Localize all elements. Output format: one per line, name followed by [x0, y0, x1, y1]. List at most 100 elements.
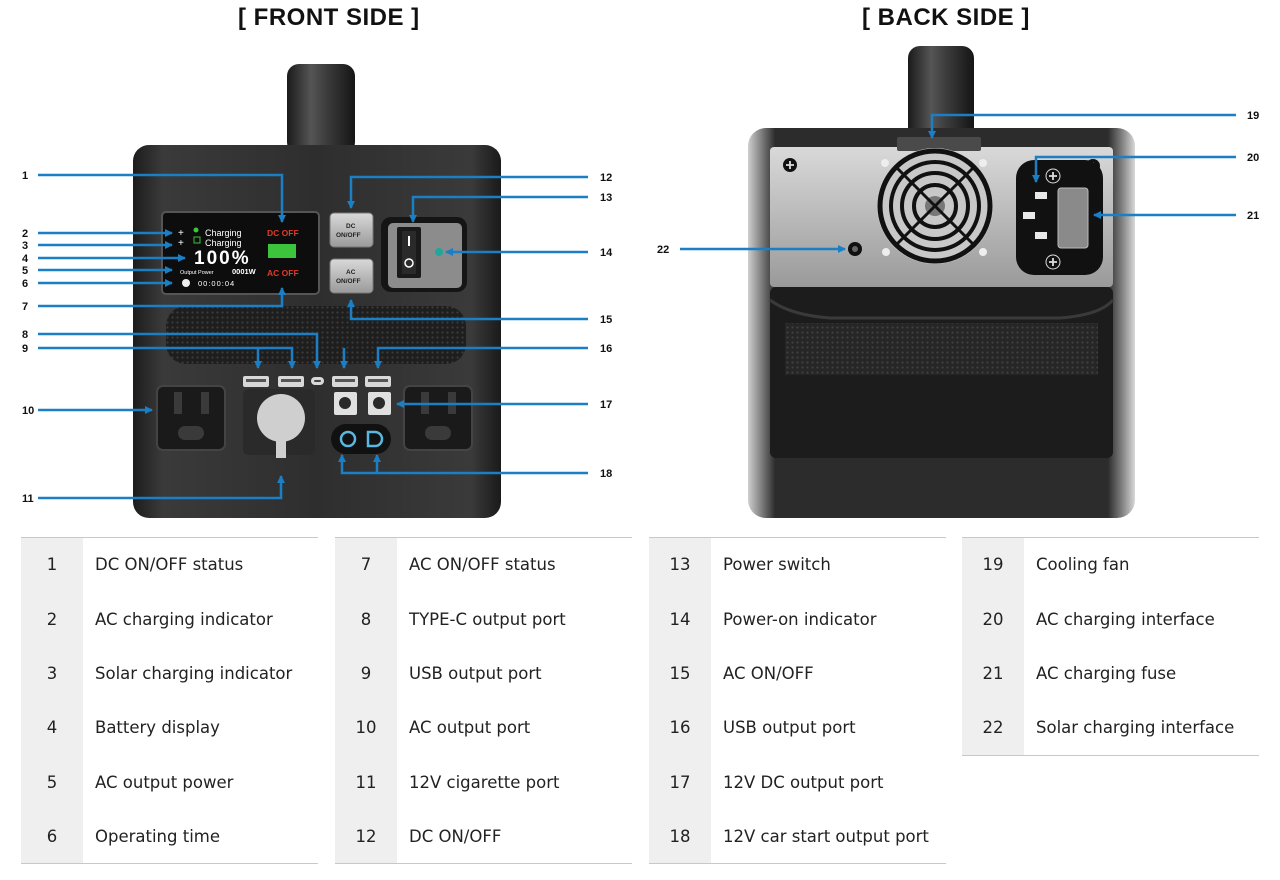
legend-row: 12 DC ON/OFF	[335, 809, 632, 864]
legend-label: Solar charging interface	[1036, 718, 1235, 738]
lcd-output-value: 0001W	[232, 267, 257, 276]
legend-label: Power-on indicator	[723, 609, 877, 629]
legend-number: 6	[21, 809, 83, 864]
lcd-time: 00:00:04	[198, 279, 235, 288]
legend-label: Solar charging indicator	[95, 663, 293, 683]
legend-label: Cooling fan	[1036, 555, 1130, 575]
callout-6: 6	[22, 278, 28, 290]
callout-16: 16	[600, 343, 612, 355]
svg-text:+: +	[178, 228, 184, 239]
legend-number: 19	[962, 537, 1024, 592]
callout-20: 20	[1247, 152, 1259, 164]
front-side-title: [ FRONT SIDE ]	[238, 4, 420, 31]
callout-18: 18	[600, 468, 612, 480]
legend-number: 20	[962, 591, 1024, 647]
callout-13: 13	[600, 192, 612, 204]
power-on-indicator	[435, 248, 443, 256]
back-side-title: [ BACK SIDE ]	[862, 4, 1030, 31]
legend-row: 20 AC charging interface	[962, 591, 1259, 647]
legend-number: 22	[962, 700, 1024, 756]
legend-label: AC charging indicator	[95, 609, 273, 629]
legend-number: 4	[21, 700, 83, 756]
ac-outlet-right[interactable]	[403, 385, 473, 451]
legend-label: AC output power	[95, 772, 234, 792]
legend-label: USB output port	[409, 663, 542, 683]
legend-number: 2	[21, 591, 83, 647]
legend-label: DC ON/OFF	[409, 826, 502, 846]
callout-lines	[38, 113, 1236, 500]
legend-label: 12V car start output port	[723, 826, 929, 846]
legend-number: 7	[335, 537, 397, 592]
dc-button-label-1: DC	[346, 223, 356, 230]
callout-14: 14	[600, 247, 613, 259]
legend-number: 1	[21, 537, 83, 592]
callout-numbers: 1 2 3 4 5 6 7 8 9 10 11 12 13 14 15 16 1…	[22, 110, 1259, 505]
legend-number: 15	[649, 646, 711, 701]
legend-row: 1 DC ON/OFF status	[21, 537, 318, 592]
callout-3: 3	[22, 240, 28, 252]
legend-label: 12V cigarette port	[409, 772, 560, 792]
legend-table-1: 1 DC ON/OFF status 2 AC charging indicator 3…	[21, 537, 318, 865]
legend-label: AC charging interface	[1036, 609, 1215, 629]
legend-number: 12	[335, 809, 397, 864]
legend-label: Battery display	[95, 718, 220, 738]
ac-onoff-button[interactable]	[329, 258, 374, 294]
cooling-fan	[877, 148, 993, 264]
legend-number: 13	[649, 537, 711, 592]
lcd-percent: 100%	[194, 248, 251, 269]
svg-text:+: +	[178, 238, 184, 249]
ac-charging-fuse[interactable]	[1057, 187, 1089, 249]
callout-15: 15	[600, 314, 612, 326]
legend-row: 22 Solar charging interface	[962, 700, 1259, 756]
callout-21: 21	[1247, 210, 1259, 222]
back-device	[748, 46, 1135, 518]
legend-row: 6 Operating time	[21, 809, 318, 864]
legend-number: 8	[335, 591, 397, 647]
callout-1: 1	[22, 170, 28, 182]
callout-5: 5	[22, 265, 28, 277]
legend-row: 2 AC charging indicator	[21, 591, 318, 647]
callout-9: 9	[22, 343, 28, 355]
lcd-battery-bar	[268, 244, 296, 258]
legend-number: 5	[21, 755, 83, 810]
legend-label: 12V DC output port	[723, 772, 884, 792]
legend-label: AC charging fuse	[1036, 663, 1177, 683]
lcd-display	[161, 211, 320, 295]
callout-7: 7	[22, 301, 28, 313]
callout-22: 22	[657, 244, 669, 256]
callout-10: 10	[22, 405, 34, 417]
legend-number: 14	[649, 591, 711, 647]
legend-number: 10	[335, 700, 397, 756]
legend-row: 15 AC ON/OFF	[649, 646, 946, 701]
ac-outlet-left[interactable]	[156, 385, 226, 451]
lcd-line2: Charging	[205, 238, 242, 248]
lcd-line1: Charging	[205, 228, 242, 238]
legend-label: Operating time	[95, 826, 221, 846]
legend-label: USB output port	[723, 718, 856, 738]
legend-table-4: 19 Cooling fan 20 AC charging interface 21 AC…	[962, 537, 1259, 756]
dc-onoff-button[interactable]	[329, 212, 374, 248]
dc-button-label-2: ON/OFF	[336, 232, 361, 239]
lcd-ac-status: AC OFF	[267, 268, 299, 278]
lcd-dc-status: DC OFF	[267, 228, 299, 238]
callout-12: 12	[600, 172, 612, 184]
callout-2: 2	[22, 228, 28, 240]
legend-row: 16 USB output port	[649, 700, 946, 756]
legend-label: DC ON/OFF status	[95, 555, 244, 575]
front-device: + + Charging Charging 100% Output Power …	[133, 64, 501, 518]
legend-label: AC ON/OFF	[723, 663, 814, 683]
ac-charging-icon	[193, 227, 199, 233]
legend-label: AC ON/OFF status	[409, 555, 556, 575]
legend-number: 16	[649, 700, 711, 756]
legend-number: 21	[962, 646, 1024, 701]
ac-button-label-1: AC	[346, 269, 356, 276]
legend-row: 7 AC ON/OFF status	[335, 537, 632, 592]
solar-charging-icon	[193, 236, 201, 244]
